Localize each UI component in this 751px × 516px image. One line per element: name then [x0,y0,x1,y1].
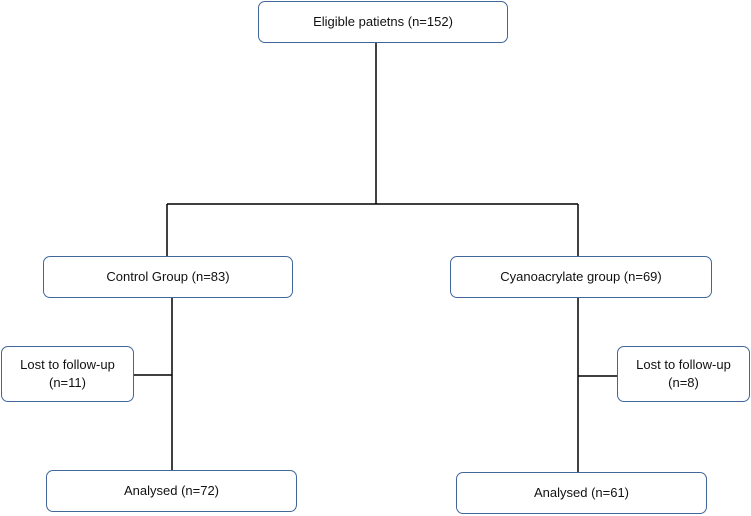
cyanoacrylate-group-box: Cyanoacrylate group (n=69) [450,256,712,298]
control-lost-followup-box: Lost to follow-up (n=11) [1,346,134,402]
control-analysed-label: Analysed (n=72) [123,483,220,498]
cyanoacrylate-group-label: Cyanoacrylate group (n=69) [500,269,662,284]
cyano-lost-followup-box: Lost to follow-up (n=8) [617,346,750,402]
cyano-lost-followup-count: (n=8) [668,375,699,390]
control-lost-followup-count: (n=11) [49,375,86,390]
eligible-patients-box: Eligible patietns (n=152) [258,1,508,43]
eligible-patients-label: Eligible patietns (n=152) [313,14,453,29]
cyano-lost-followup-label: Lost to follow-up [636,357,731,372]
cyano-analysed-box: Analysed (n=61) [456,472,707,514]
control-group-box: Control Group (n=83) [43,256,293,298]
control-lost-followup-label: Lost to follow-up [20,357,115,372]
control-group-label: Control Group (n=83) [106,269,230,284]
cyano-analysed-label: Analysed (n=61) [533,485,630,500]
control-analysed-box: Analysed (n=72) [46,470,297,512]
